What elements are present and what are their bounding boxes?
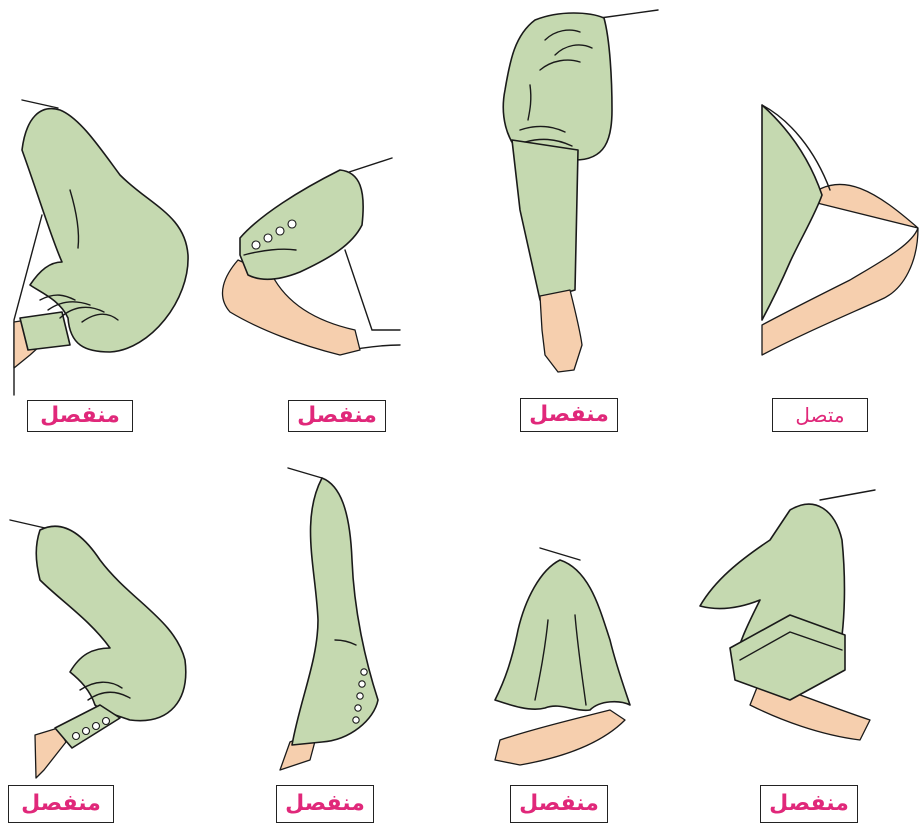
panel-label: منفصل	[27, 400, 133, 432]
sleeve-illustration-puffed-long	[503, 10, 658, 372]
panel-label: منفصل	[520, 398, 618, 432]
sleeve-illustration-bishop-cuff	[14, 100, 188, 395]
panel-label: منفصل	[510, 785, 608, 823]
sleeve-illustration-fitted-long	[280, 468, 378, 770]
sleeve-illustration-wide-cuff	[700, 490, 875, 740]
panel-label: منفصل	[288, 400, 386, 432]
panel-label: منفصل	[8, 785, 114, 823]
sleeve-illustration-flared-short	[495, 548, 630, 765]
sleeve-illustration-cap-connected	[762, 105, 918, 355]
panel-label: متصل	[772, 398, 868, 432]
sleeve-illustration-short-buttoned	[222, 158, 400, 355]
panel-label: منفصل	[760, 785, 858, 823]
sleeve-illustration-bishop-buttoned	[10, 520, 186, 778]
panel-label: منفصل	[276, 785, 374, 823]
